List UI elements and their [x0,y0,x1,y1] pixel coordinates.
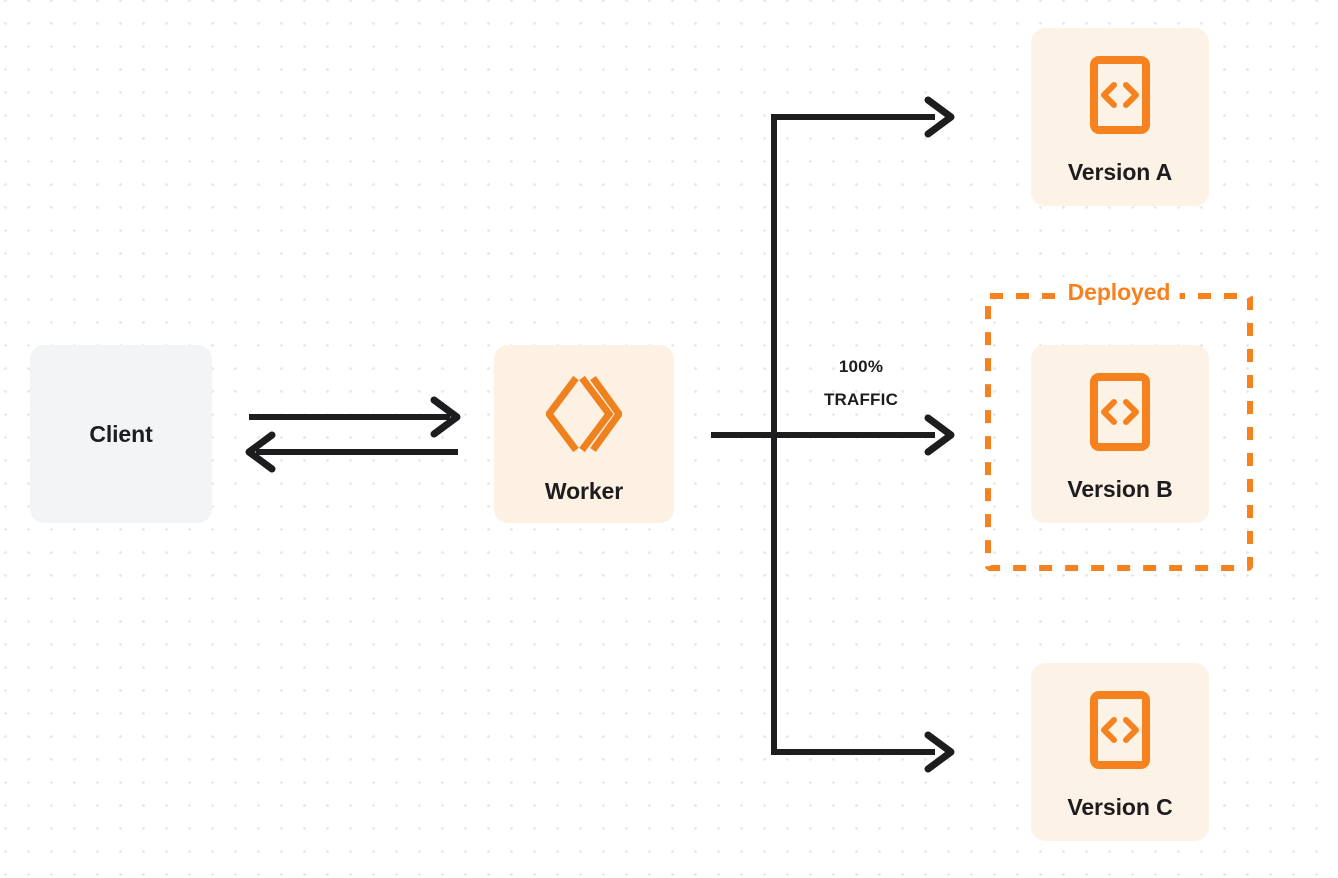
code-file-icon [1090,56,1150,139]
traffic-percent: 100% [838,357,884,376]
connector-bus-to-version-c [771,731,955,773]
node-worker-label: Worker [544,478,624,504]
traffic-label: 100% TRAFFIC [790,350,932,416]
node-version-b[interactable]: Version B [1031,345,1209,523]
node-client-label: Client [89,420,153,447]
code-file-icon [1090,691,1150,774]
node-worker[interactable]: Worker [494,345,674,523]
connector-worker-to-bus [711,414,955,456]
group-deployed-label: Deployed [1058,277,1180,307]
node-version-c-label: Version C [1067,794,1173,820]
node-version-a[interactable]: Version A [1031,28,1209,206]
connector-bus-to-version-a [771,96,955,138]
connector-client-to-worker [249,396,461,438]
code-file-icon [1090,373,1150,456]
traffic-word: TRAFFIC [823,390,899,409]
node-version-b-label: Version B [1067,476,1173,502]
node-client[interactable]: Client [30,345,212,523]
node-version-c[interactable]: Version C [1031,663,1209,841]
node-version-a-label: Version A [1067,159,1173,185]
cloudflare-workers-logo-icon [544,373,624,460]
connector-worker-to-client [245,431,458,473]
